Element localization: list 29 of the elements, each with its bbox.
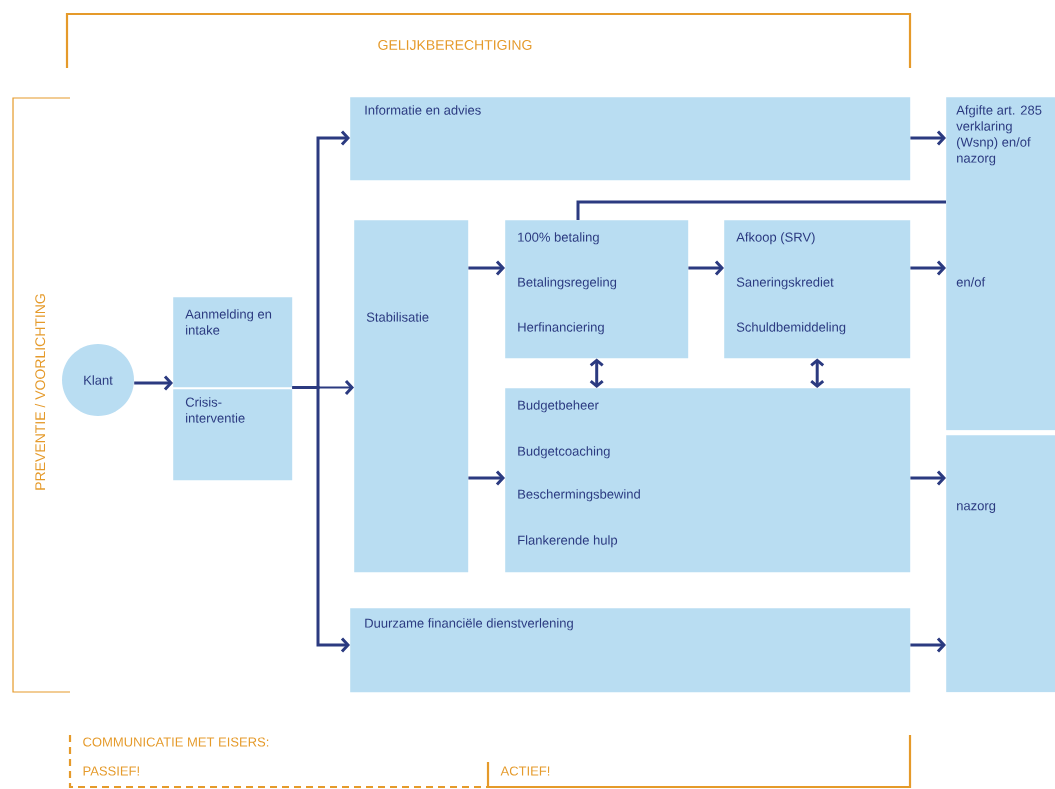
arrow (292, 385, 350, 653)
process-box: Crisis-interventie (173, 389, 293, 481)
process-box: Informatie en advies (350, 97, 911, 181)
outcome-box: nazorg (946, 435, 1055, 693)
arrow (468, 470, 505, 486)
process-box: Afkoop (SRV) Saneringskrediet Schuldbemiddeling (724, 220, 911, 359)
process-box: Stabilisatie (354, 220, 469, 573)
process-box: Duurzame financiële dienstverlening (350, 608, 911, 693)
bracket-label: COMMUNICATIE MET EISERS: (83, 737, 269, 747)
node-label: Crisis-interventie (185, 397, 245, 423)
arrow (589, 358, 604, 388)
arrow (810, 358, 825, 388)
arrow (910, 130, 946, 146)
arrow (134, 375, 173, 391)
node-label: Aanmelding en intake (185, 309, 272, 335)
arrow (688, 260, 724, 276)
process-box: 100% betaling Betalingsregeling Herfinanciering (505, 220, 689, 359)
process-box: Budgetbeheer Budgetcoaching Beschermingsbewind Flankerende hulp (505, 388, 911, 573)
arrow (910, 470, 946, 486)
outcome-box: Afgifte art. 285 verklaring (Wsnp) en/of nazorg en/of (946, 97, 1055, 431)
arrow (468, 260, 505, 276)
connector-line (576, 200, 946, 220)
arrow (910, 260, 946, 276)
bracket-label: PASSIEF! (83, 766, 139, 776)
arrow (910, 637, 946, 653)
bracket-label: GELIJKBERECHTIGING (378, 40, 532, 50)
bracket-label: PREVENTIE / VOORLICHTING (34, 294, 46, 490)
process-box: Aanmelding en intake (173, 297, 293, 388)
bracket-label: ACTIEF! (500, 766, 550, 776)
